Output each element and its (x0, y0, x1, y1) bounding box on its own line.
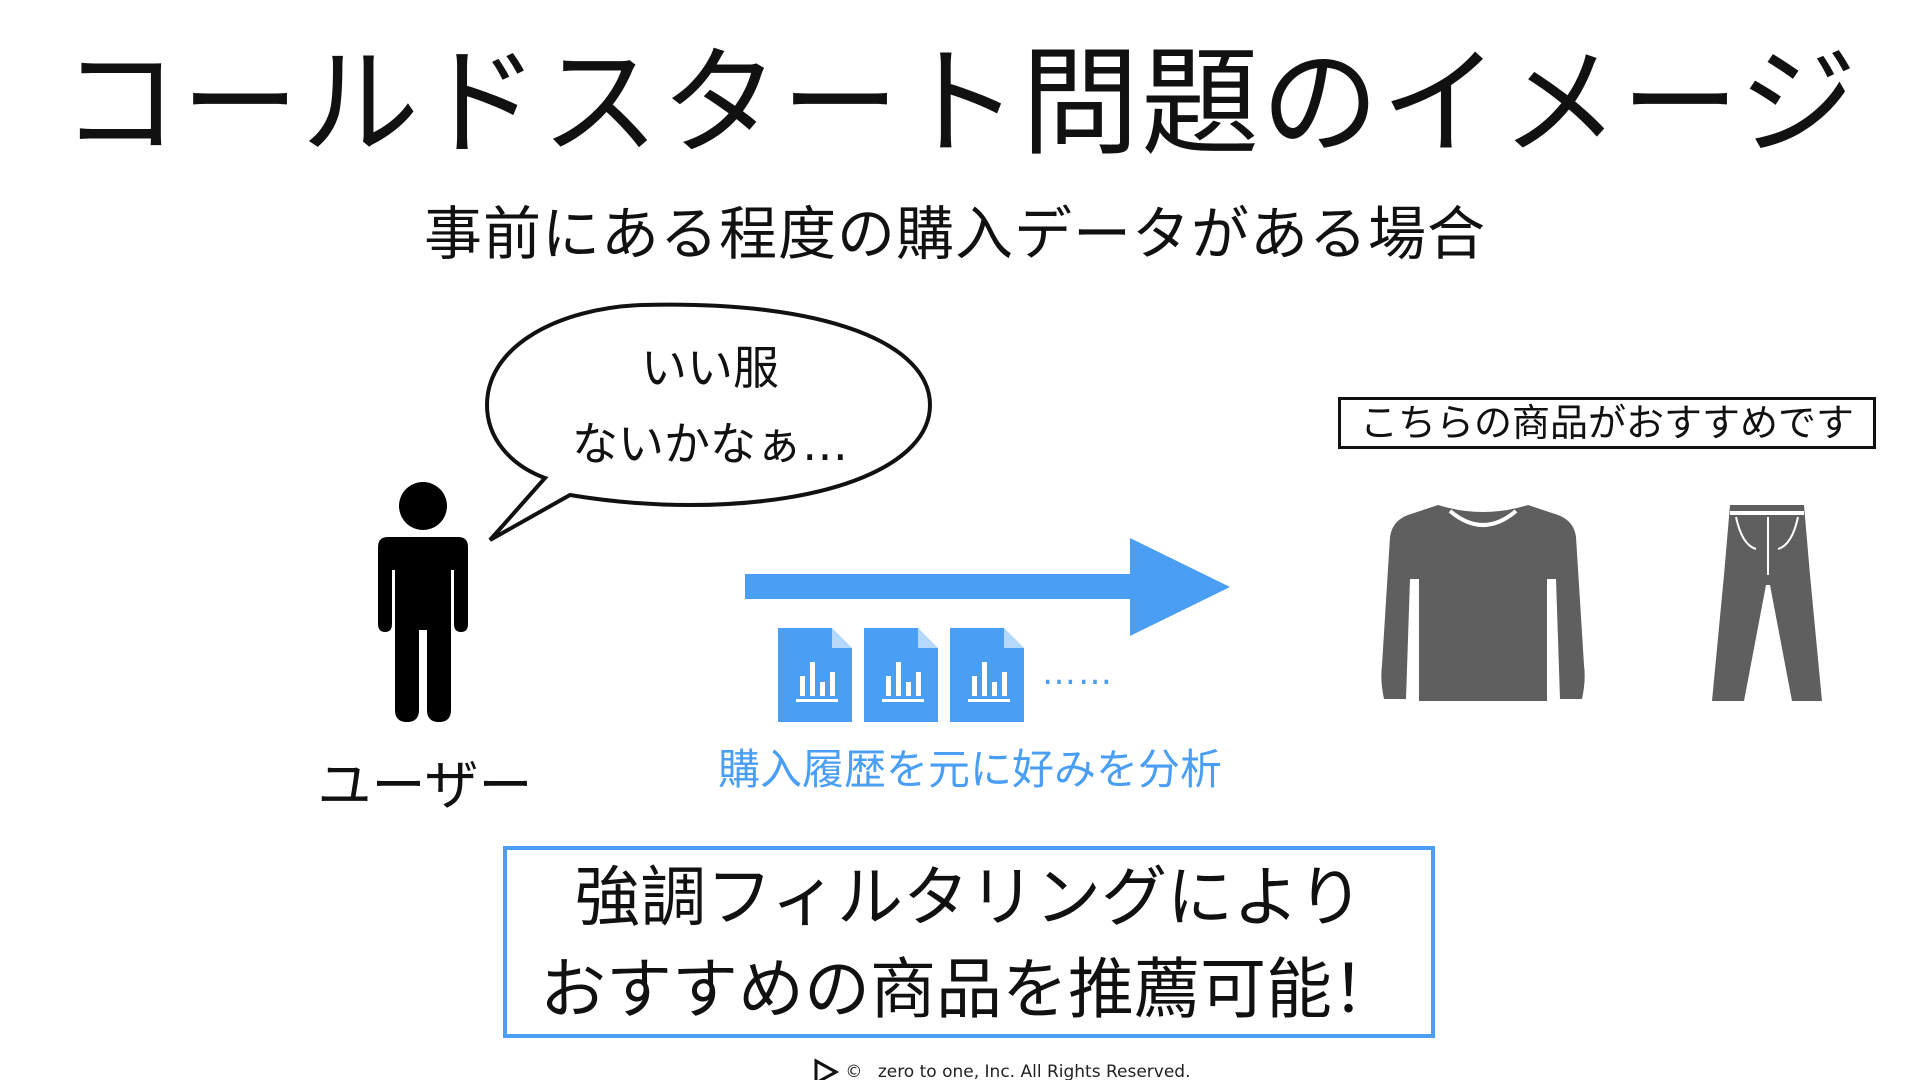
page-subtitle: 事前にある程度の購入データがある場合 (423, 200, 1486, 268)
data-document-icon (864, 628, 938, 722)
data-document-icon (950, 628, 1024, 722)
user-label: ユーザー (317, 754, 533, 817)
recommendation-label: こちらの商品がおすすめです (1338, 397, 1876, 449)
page-title: コールドスタート問題のイメージ (61, 34, 1859, 172)
copyright-symbol: © (845, 1062, 863, 1080)
analysis-label: 購入履歴を元に好みを分析 (717, 745, 1222, 794)
person-icon (378, 482, 468, 722)
sweater-icon (1381, 505, 1585, 701)
ellipsis-text: …… (1042, 653, 1114, 693)
footer: © zero to one, Inc. All Rights Reserved. (812, 1058, 1191, 1080)
pants-icon (1712, 505, 1822, 701)
speech-bubble-text: いい服 ないかなぁ… (495, 330, 925, 482)
result-line-2: おすすめの商品を推薦可能！ (540, 951, 1398, 1028)
data-document-icon (778, 628, 852, 722)
result-line-1: 強調フィルタリングにより (574, 859, 1364, 936)
play-logo-icon (814, 1058, 840, 1080)
result-box: 強調フィルタリングにより おすすめの商品を推薦可能！ (503, 846, 1435, 1038)
footer-text: zero to one, Inc. All Rights Reserved. (877, 1062, 1191, 1080)
speech-bubble-line-2: ないかなぁ… (572, 417, 848, 471)
speech-bubble-line-1: いい服 (641, 341, 779, 395)
arrow-right-icon (745, 538, 1230, 636)
